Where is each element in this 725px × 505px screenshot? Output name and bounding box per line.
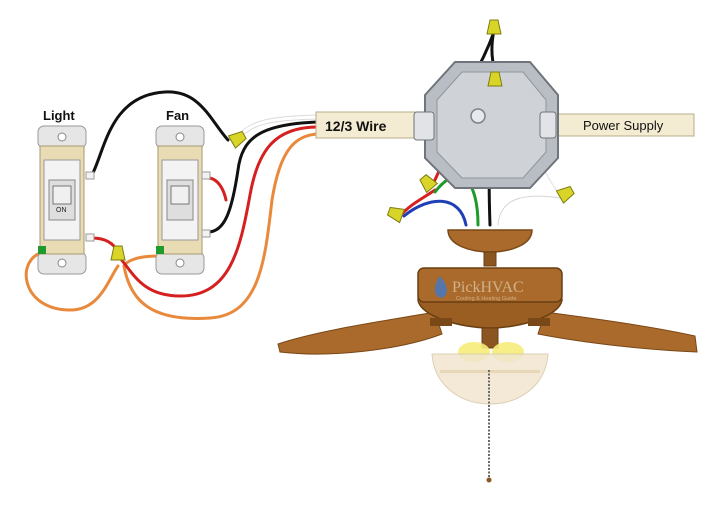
fan-switch-label: Fan [166,108,189,123]
orange-ground-loop-light [24,250,120,312]
orange-ground-fan-switch [122,254,160,268]
fan-switch: Fan [155,108,211,275]
box-clamp-right [539,111,557,139]
wire-nut-icon [487,71,503,87]
wire-nuts [110,19,575,261]
wire-cable-12-3: 12/3 Wire [315,111,417,139]
logo: PickHVAC Cooling & Heating Guide [434,276,524,302]
black-fan-wire [206,120,320,234]
power-supply-label: Power Supply [583,118,664,133]
light-switch-on-label: ON [56,207,67,214]
fan-canopy [447,229,533,253]
wire-nut-icon [419,174,439,194]
wire-nut-icon [555,185,575,204]
wire-nut-icon [227,130,247,149]
red-traveler-wire [116,125,320,298]
wire-nut-icon [386,206,406,224]
orange-ground-wire [122,132,320,320]
junction-box [413,61,559,189]
logo-brand: PickHVAC [452,279,524,296]
flame-drop-icon [434,276,447,298]
power-supply-cable: Power Supply [551,113,695,137]
light-switch: Light ON [37,108,95,275]
logo-tagline: Cooling & Heating Guide [456,296,517,302]
fan-blade-left [277,311,443,355]
fan-blade-right [537,311,698,353]
box-clamp-left [413,111,435,141]
wire-label: 12/3 Wire [325,118,387,134]
black-jumper-wire [90,90,230,177]
light-switch-label: Light [43,108,75,123]
fan-switch-toggle[interactable] [170,185,190,205]
ceiling-fan: PickHVAC Cooling & Heating Guide [277,229,698,483]
wire-nut-icon [486,19,502,35]
wire-nut-icon [110,245,126,261]
light-switch-toggle[interactable] [52,185,72,205]
